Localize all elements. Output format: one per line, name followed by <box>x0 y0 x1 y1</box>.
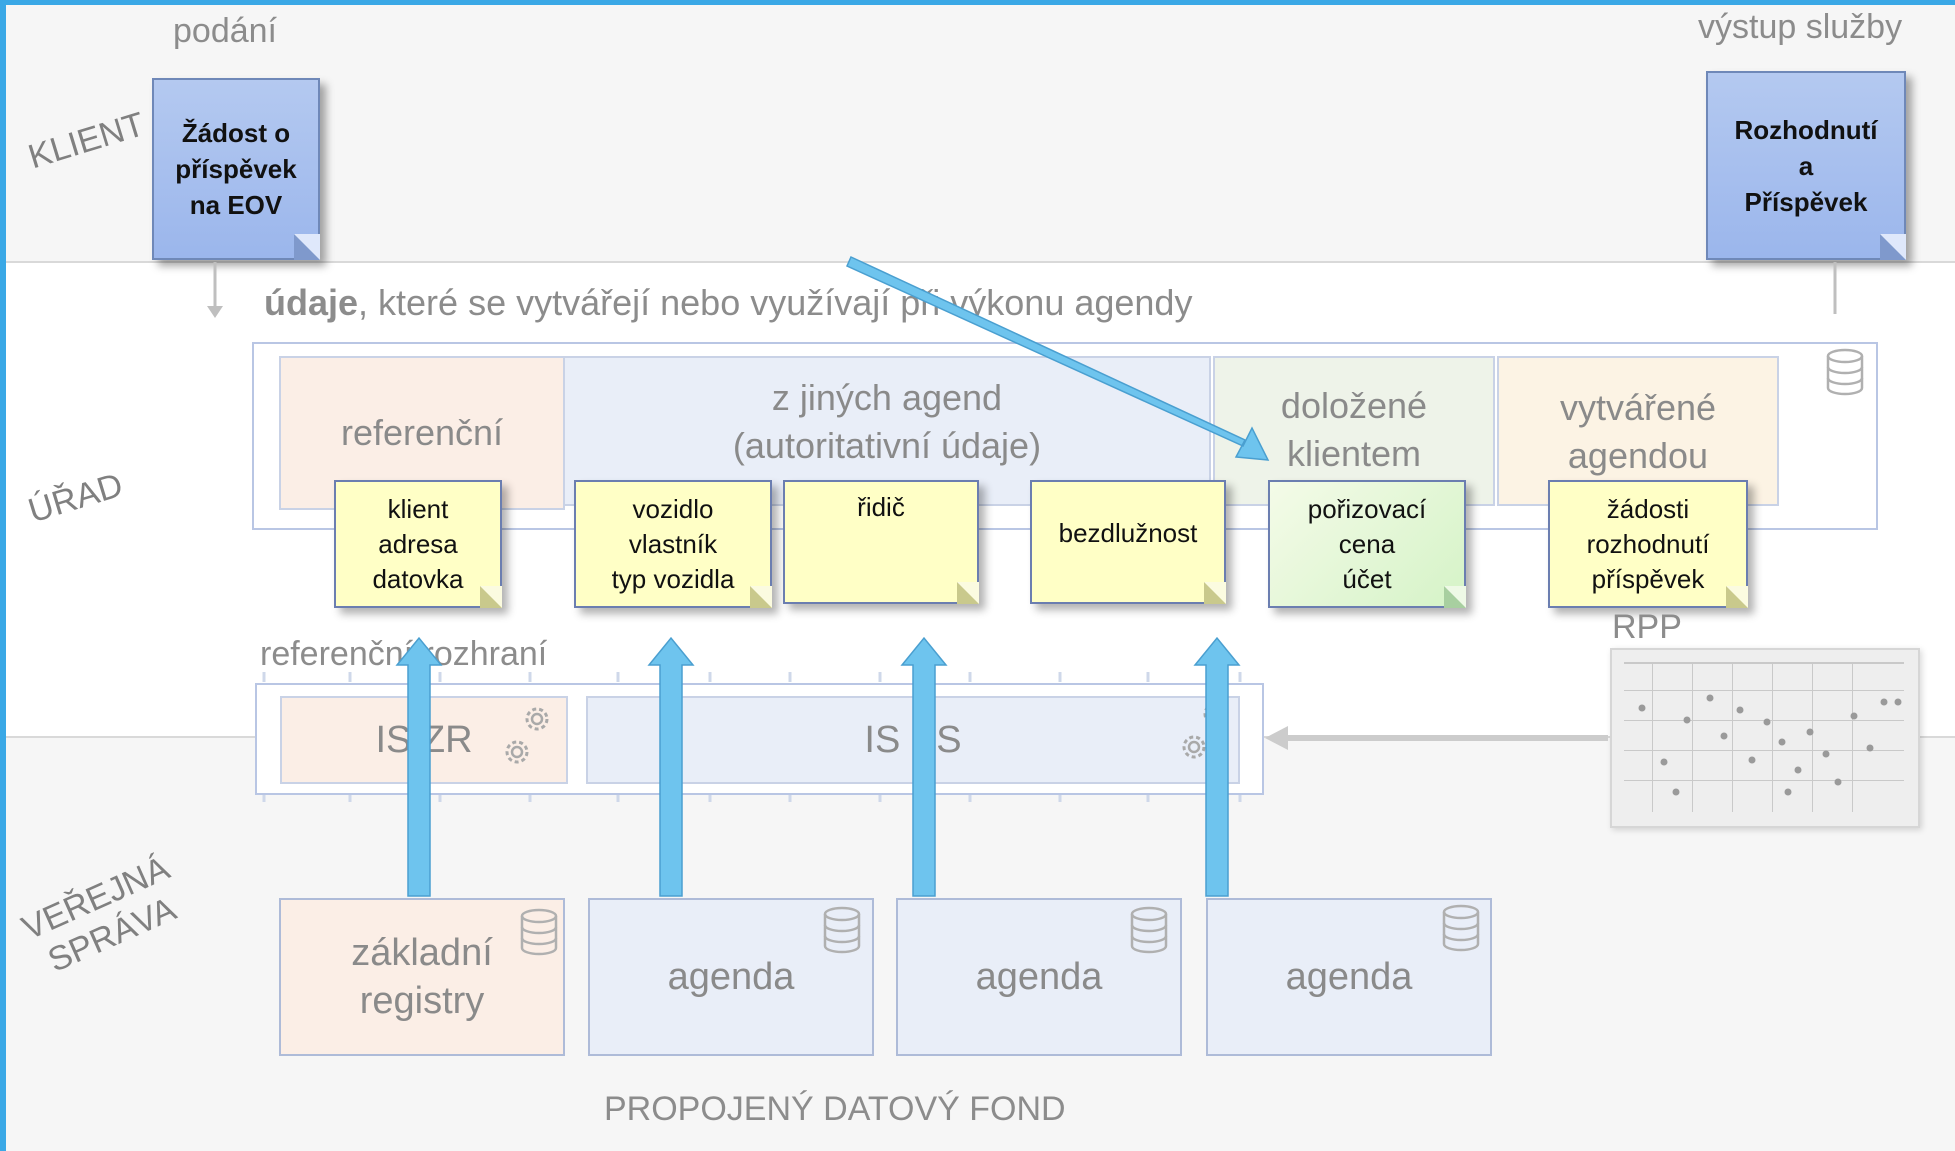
note-zadosti[interactable]: žádosti rozhodnutí příspěvek <box>1548 480 1748 608</box>
gear-icon <box>525 707 549 731</box>
note-porizovaci-cena[interactable]: pořizovací cena účet <box>1268 480 1466 608</box>
database-icon <box>823 906 861 954</box>
left-accent-border <box>0 0 6 1151</box>
referencni-rozhrani-label: referenční rozhraní <box>260 635 548 673</box>
rpp-label: RPP <box>1612 608 1682 646</box>
note-klient-text: klient adresa datovka <box>372 493 464 594</box>
database-icon <box>1442 904 1480 952</box>
source-agenda-1[interactable]: agenda <box>588 898 874 1056</box>
page-fold-icon <box>1880 234 1906 260</box>
arrow-up-bezdluznost <box>1193 636 1241 897</box>
note-zadosti-text: žádosti rozhodnutí příspěvek <box>1586 493 1710 594</box>
database-icon <box>1130 906 1168 954</box>
top-accent-border <box>0 0 1955 5</box>
gear-icon <box>505 740 529 764</box>
page-fold-icon <box>1726 586 1748 608</box>
note-bezdluznost[interactable]: bezdlužnost <box>1030 480 1226 604</box>
connector-left-arrowhead <box>207 306 223 318</box>
vystup-sluzby-label: výstup služby <box>1698 8 1903 46</box>
document-rozhodnuti-label: Rozhodnutí a Příspěvek <box>1734 114 1878 217</box>
lane-divider-1 <box>0 261 1955 263</box>
page-fold-icon <box>1444 586 1466 608</box>
note-klient[interactable]: klient adresa datovka <box>334 480 502 608</box>
arrow-up-ridic <box>900 636 948 897</box>
note-ridic-text: řidič <box>857 492 905 522</box>
document-rozhodnuti[interactable]: Rozhodnutí a Příspěvek <box>1706 71 1906 260</box>
page-fold-icon <box>1204 582 1226 604</box>
rpp-arrowhead <box>1265 726 1288 750</box>
source-zakladni-registry[interactable]: základní registry <box>279 898 565 1056</box>
udaje-heading: údaje, které se vytvářejí nebo využívají… <box>264 282 1192 324</box>
source-agenda-3[interactable]: agenda <box>1206 898 1492 1056</box>
page-fold-icon <box>480 586 502 608</box>
source-agenda-2[interactable]: agenda <box>896 898 1182 1056</box>
lane-klient <box>0 0 1955 262</box>
arrow-up-vozidlo <box>647 636 695 897</box>
note-ridic[interactable]: řidič <box>783 480 979 604</box>
podani-label: podání <box>173 12 277 50</box>
page-fold-icon <box>750 586 772 608</box>
note-porizovaci-cena-text: pořizovací cena účet <box>1307 493 1427 594</box>
punch-card-icon <box>1624 662 1904 812</box>
database-icon <box>1826 348 1864 396</box>
gear-icon <box>1182 735 1206 759</box>
rpp-punch-card-image <box>1610 648 1920 828</box>
udaje-heading-rest: , které se vytvářejí nebo využívají při … <box>358 282 1193 323</box>
udaje-heading-bold: údaje <box>264 282 359 323</box>
note-vozidlo[interactable]: vozidlo vlastník typ vozidla <box>574 480 772 608</box>
page-fold-icon <box>957 582 979 604</box>
document-zadost[interactable]: Žádost o příspěvek na EOV <box>152 78 320 260</box>
page-fold-icon <box>294 234 320 260</box>
note-bezdluznost-text: bezdlužnost <box>1058 518 1198 548</box>
database-icon <box>520 908 558 956</box>
arrow-up-klient <box>395 636 443 897</box>
diagonal-arrow-shape <box>846 255 1270 461</box>
propojeny-datovy-fond-label: PROPOJENÝ DATOVÝ FOND <box>604 1090 1066 1128</box>
document-zadost-label: Žádost o příspěvek na EOV <box>175 118 297 220</box>
note-vozidlo-text: vozidlo vlastník typ vozidla <box>611 493 735 594</box>
